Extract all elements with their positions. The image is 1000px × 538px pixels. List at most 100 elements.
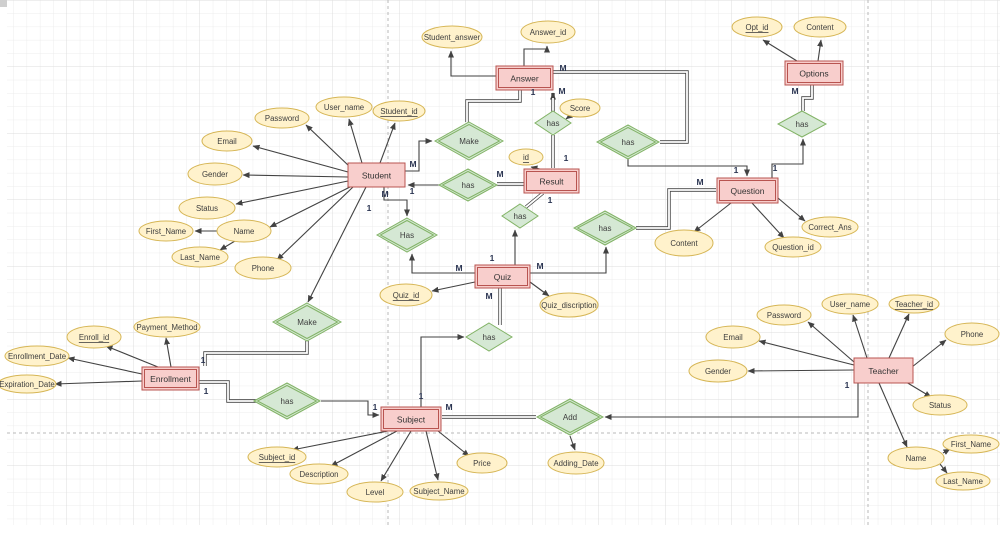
attribute-email[interactable]: Email <box>201 130 253 152</box>
edge-options-content[interactable] <box>817 39 824 62</box>
attribute-content_o[interactable]: Content <box>793 16 847 38</box>
edge-question-correctans[interactable] <box>777 197 806 222</box>
edge-teacher-gender[interactable] <box>747 367 855 374</box>
relationship-hasQQ[interactable]: has <box>572 210 638 246</box>
attribute-subject_name[interactable]: Subject_Name <box>409 481 469 501</box>
edge-teacher-phone[interactable] <box>911 339 947 368</box>
edge-teacher-teacherid[interactable] <box>888 313 910 359</box>
relationship-make2[interactable]: Make <box>271 302 343 342</box>
attribute-level[interactable]: Level <box>346 481 404 503</box>
attribute-status_t[interactable]: Status <box>912 394 968 416</box>
attribute-price[interactable]: Price <box>456 452 508 474</box>
edge-teacher-status[interactable] <box>905 381 932 398</box>
edge-nameT-lastname[interactable] <box>939 463 948 474</box>
attribute-email_t[interactable]: Email <box>705 325 761 349</box>
edge-teacher-password[interactable] <box>807 321 855 363</box>
edge-student-password[interactable] <box>305 124 351 168</box>
attribute-adding_date[interactable]: Adding_Date <box>547 451 605 475</box>
attribute-name_t[interactable]: Name <box>887 446 945 470</box>
attribute-quiz_discription[interactable]: Quiz_discription <box>539 292 599 318</box>
edge-subject-price[interactable] <box>437 430 470 457</box>
edge-answer-studentanswer[interactable] <box>448 50 496 77</box>
relationship-hasSQ[interactable]: Has <box>375 217 439 253</box>
entity-subject[interactable]: Subject <box>380 406 442 432</box>
edge-question-content[interactable] <box>693 202 732 233</box>
edge-student-hasSQ[interactable] <box>383 187 410 217</box>
edge-student-email[interactable] <box>252 144 349 173</box>
attribute-question_id[interactable]: Question_id <box>764 236 822 258</box>
edge-enrollment-hasES[interactable] <box>199 380 256 403</box>
edge-student-studentid[interactable] <box>379 122 396 164</box>
attribute-phone_t[interactable]: Phone <box>944 322 1000 346</box>
edge-student-phone[interactable] <box>276 186 354 261</box>
attribute-id[interactable]: id <box>508 148 544 166</box>
edge-teacher-name[interactable] <box>878 382 908 448</box>
edge-answer-hasAQ[interactable] <box>553 70 689 144</box>
attribute-score[interactable]: Score <box>559 98 601 118</box>
attribute-first_name[interactable]: First_Name <box>138 220 194 242</box>
entity-result[interactable]: Result <box>523 168 580 194</box>
relationship-hasES[interactable]: has <box>252 382 322 420</box>
attribute-correct_ans[interactable]: Correct_Ans <box>801 216 859 238</box>
attribute-name[interactable]: Name <box>216 219 272 243</box>
edge-enrollment-payment[interactable] <box>164 337 172 368</box>
edge-options-optid[interactable] <box>762 39 798 62</box>
entity-answer[interactable]: Answer <box>495 65 554 91</box>
edge-hasAQ-question[interactable] <box>627 159 750 177</box>
edge-add-addingdate[interactable] <box>569 435 576 451</box>
attribute-quiz_id[interactable]: Quiz_id <box>379 283 433 307</box>
attribute-user_name[interactable]: User_name <box>315 96 373 118</box>
edge-result-hasRQ[interactable] <box>524 191 545 209</box>
attribute-student_id[interactable]: Student_id <box>372 100 426 122</box>
edge-enrollment-expdate[interactable] <box>54 380 143 387</box>
attribute-student_answer[interactable]: Student_answer <box>421 25 483 49</box>
entity-student[interactable]: Student <box>347 162 406 188</box>
edge-student-name[interactable] <box>269 186 351 228</box>
attribute-status[interactable]: Status <box>178 196 236 220</box>
relationship-hasQS[interactable]: has <box>465 322 513 352</box>
edge-student-make2[interactable] <box>307 186 367 303</box>
attribute-content_q[interactable]: Content <box>654 229 714 257</box>
attribute-description[interactable]: Description <box>289 463 349 485</box>
relationship-add[interactable]: Add <box>535 398 605 436</box>
relationship-hasOQ[interactable]: has <box>776 110 828 138</box>
edge-answer-answerid[interactable] <box>523 45 550 66</box>
edge-quiz-hasSQ[interactable] <box>409 253 475 274</box>
relationship-hasAR[interactable]: has <box>534 110 572 136</box>
relationship-hasSR[interactable]: has <box>437 168 499 202</box>
edge-quiz-quizid[interactable] <box>431 281 476 293</box>
edge-question-hasOQ[interactable] <box>771 138 806 178</box>
edge-subject-description[interactable] <box>330 430 398 467</box>
edge-quiz-hasQQ[interactable] <box>530 246 609 274</box>
attribute-answer_id[interactable]: Answer_id <box>520 20 576 44</box>
entity-options[interactable]: Options <box>784 60 844 86</box>
attribute-phone[interactable]: Phone <box>234 256 292 280</box>
edge-subject-subjectname[interactable] <box>425 430 440 481</box>
edge-teacher-email[interactable] <box>758 339 855 366</box>
edge-quiz-quizdescr[interactable] <box>529 281 550 297</box>
edge-subject-subjectid[interactable] <box>291 430 389 452</box>
attribute-gender[interactable]: Gender <box>187 162 243 186</box>
edge-enrollment-enrolldate[interactable] <box>67 356 143 375</box>
edge-hasQQ-question[interactable] <box>636 188 716 230</box>
edge-subject-hasQS[interactable] <box>420 334 465 407</box>
attribute-enroll_id[interactable]: Enroll_id <box>66 325 122 349</box>
edge-question-questionid[interactable] <box>751 202 785 239</box>
attribute-last_name_t[interactable]: Last_Name <box>935 471 991 491</box>
attribute-payment_method[interactable]: Payment_Method <box>133 316 201 338</box>
attribute-password[interactable]: Password <box>254 107 310 129</box>
edge-answer-make[interactable] <box>465 90 522 122</box>
edge-student-gender[interactable] <box>242 172 349 179</box>
edge-teacher-username[interactable] <box>852 314 868 359</box>
edge-name-lastname[interactable] <box>219 240 236 251</box>
attribute-password_t[interactable]: Password <box>756 304 812 326</box>
entity-enrollment[interactable]: Enrollment <box>141 366 200 391</box>
edge-enrollment-enrollid[interactable] <box>105 345 159 368</box>
attribute-expiration_date[interactable]: Expiration_Date <box>0 374 57 394</box>
attribute-user_name_t[interactable]: User_name <box>821 293 879 315</box>
edge-make2-enrollment[interactable] <box>203 341 309 366</box>
relationship-make1[interactable]: Make <box>433 121 505 161</box>
entity-teacher[interactable]: Teacher <box>853 357 914 384</box>
attribute-first_name_t[interactable]: First_Name <box>942 434 1000 454</box>
